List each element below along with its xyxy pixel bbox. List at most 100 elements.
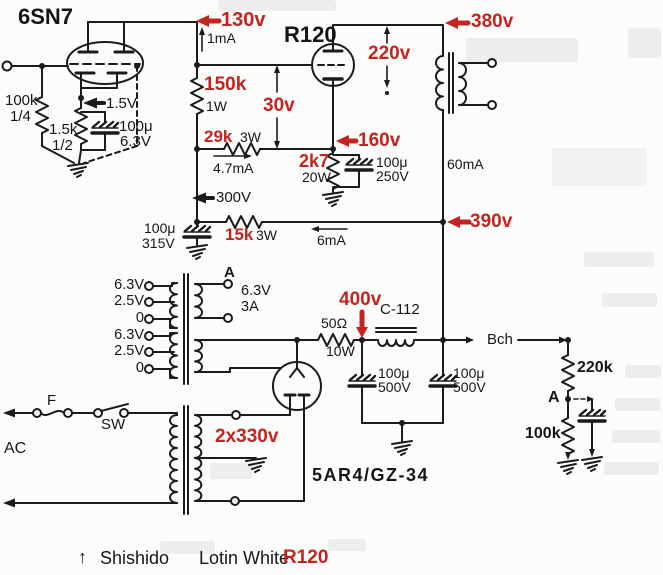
grid-resistor-note: 1/4 xyxy=(10,108,31,125)
tube-6sn7-label: 6SN7 xyxy=(18,4,74,29)
4.7ma-arrow xyxy=(244,153,252,159)
output-b-label: Bch xyxy=(487,331,513,348)
dropper2-current-label: 6mA xyxy=(317,232,346,248)
ac-line-arrow xyxy=(3,498,15,508)
caption-author: Shishido xyxy=(100,548,170,568)
switch-contact xyxy=(119,408,129,418)
stage-gap-voltage-label: 30v xyxy=(263,95,295,116)
fuse-icon xyxy=(40,410,65,416)
input-terminal xyxy=(1,60,13,72)
filter-section xyxy=(296,327,567,456)
output-stage-r120 xyxy=(311,24,444,207)
1.5v-arrow xyxy=(83,97,97,109)
tap-a-label: A xyxy=(224,264,235,281)
resistor-50ohm xyxy=(317,333,355,347)
dropper2-label: 15k xyxy=(225,225,254,244)
tube-6sn7-envelope xyxy=(66,41,144,85)
feedback-network xyxy=(557,337,607,475)
bias-cap-v-label: 250V xyxy=(376,168,409,184)
ot-secondary-coil xyxy=(458,62,467,106)
220v-arrow-down xyxy=(384,80,390,88)
fb-resistor-top-label: 220k xyxy=(577,359,613,376)
dropper1-label: 29k xyxy=(204,127,233,146)
1ma-arrow xyxy=(199,27,205,35)
resistor-15k xyxy=(225,215,263,229)
plate-resistor-w-label: 1W xyxy=(206,98,227,114)
surge-resistor-w-label: 10W xyxy=(326,343,355,359)
caption-model: R120 xyxy=(283,547,329,568)
ac-label: AC xyxy=(4,440,27,457)
dropper2-w-label: 3W xyxy=(256,227,277,243)
plate-resistor-label: 150k xyxy=(204,74,247,95)
cathode-cap-v-label: 6.3V xyxy=(120,133,151,150)
rectified-voltage-label: 400v xyxy=(339,289,382,310)
watermark-smudge xyxy=(612,430,660,443)
surge-resistor-label: 50Ω xyxy=(321,315,348,331)
ot-primary-coil xyxy=(435,55,444,111)
bias-voltage-label: 160v xyxy=(358,130,401,151)
fb-resistor-bottom-label: 100k xyxy=(525,425,561,442)
resistor-220k xyxy=(561,354,575,392)
decouple-cap-label: 100μ xyxy=(144,220,176,236)
node-300-label: 300V xyxy=(216,189,252,206)
grid-resistor-label: 100k xyxy=(5,92,38,109)
watermark-smudge xyxy=(584,252,654,267)
output-current-label: 60mA xyxy=(447,156,484,172)
bias-resistor-label: 2k7 xyxy=(299,151,330,171)
watermark-smudge xyxy=(615,398,660,411)
heater-winding-a-label: 3A xyxy=(241,299,259,315)
power-transformer xyxy=(3,403,305,515)
swing-voltage-label: 220v xyxy=(368,43,411,64)
resistor-1k5-cathode xyxy=(74,107,88,145)
heater-tap-label: 2.5V xyxy=(114,293,144,309)
measurement-arrows xyxy=(83,26,390,232)
plate-voltage-label: 130v xyxy=(221,9,266,31)
cathode-resistor-note: 1/2 xyxy=(52,137,73,154)
scan-blotch xyxy=(210,463,252,479)
speaker-terminal xyxy=(487,58,497,68)
caption-circuit: Lotin White xyxy=(199,548,290,568)
resistor-29k xyxy=(223,142,261,156)
390v-arrow xyxy=(447,216,460,228)
cathode-cap-label: 100μ xyxy=(119,118,153,135)
tube-r120-label: R120 xyxy=(284,22,337,47)
caption-arrow: ↑ xyxy=(78,547,87,567)
watermark-smudge xyxy=(602,293,657,307)
resistor-2k7 xyxy=(326,152,340,190)
cathode-voltage-label: 1.5V xyxy=(106,95,137,112)
switch-blade xyxy=(100,403,129,412)
resistor-150k xyxy=(190,77,204,115)
scan-blotch xyxy=(628,28,661,58)
b-plus-mid-label: 390v xyxy=(470,211,513,232)
30v-arrow-up xyxy=(274,65,280,73)
heater-tap-label: 6.3V xyxy=(114,277,144,293)
input-stage-6sn7 xyxy=(1,21,198,178)
220v-arrow-up xyxy=(384,26,390,34)
bch-arrow xyxy=(466,336,474,344)
ac-line-arrow xyxy=(3,408,15,418)
filter-cap1-label: 100μ xyxy=(378,365,410,381)
tube-rectifier-label: 5AR4/GZ-34 xyxy=(312,465,430,485)
choke-coil xyxy=(377,339,415,347)
dropper1-w-label: 3W xyxy=(240,129,261,145)
speaker-terminal xyxy=(487,100,497,110)
filter-cap2-v-label: 500V xyxy=(453,379,486,395)
terminal-6v3 xyxy=(223,313,233,323)
scan-blotch xyxy=(160,541,215,554)
heater-transformer xyxy=(144,273,298,385)
heater-tap-label: 2.5V xyxy=(114,343,144,359)
bch-arrow xyxy=(559,336,567,344)
red-annotation-arrows xyxy=(196,15,472,338)
400v-arrow xyxy=(356,327,368,338)
pt-primary-coil xyxy=(169,414,178,504)
bias-cap-label: 100μ xyxy=(376,154,408,170)
output-transformer xyxy=(435,52,497,343)
heater-tap-label: 0 xyxy=(135,310,144,326)
watermark-smudge xyxy=(625,365,661,378)
bias-resistor-w-label: 20W xyxy=(302,169,331,185)
scan-blotch xyxy=(466,38,578,62)
scan-blotch xyxy=(552,148,647,186)
rectifier-5ar4 xyxy=(272,337,322,502)
decouple-cap-v-label: 315V xyxy=(142,235,175,251)
watermark-smudge xyxy=(604,462,659,475)
